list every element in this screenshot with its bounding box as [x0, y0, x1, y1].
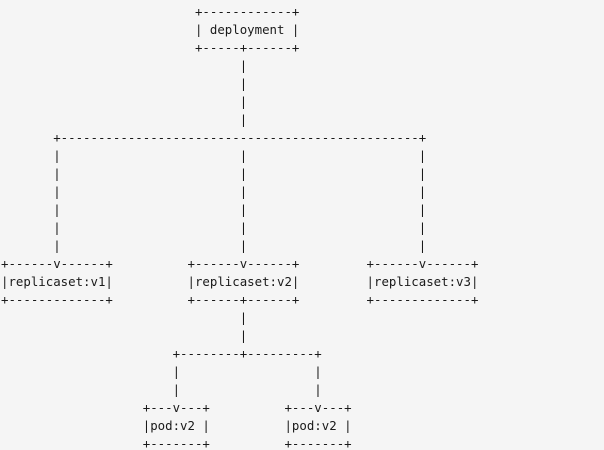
- terminal-screen: +------------+ | deployment | +-----+---…: [1, 4, 479, 450]
- ascii-diagram: +------------+ | deployment | +-----+---…: [1, 4, 479, 450]
